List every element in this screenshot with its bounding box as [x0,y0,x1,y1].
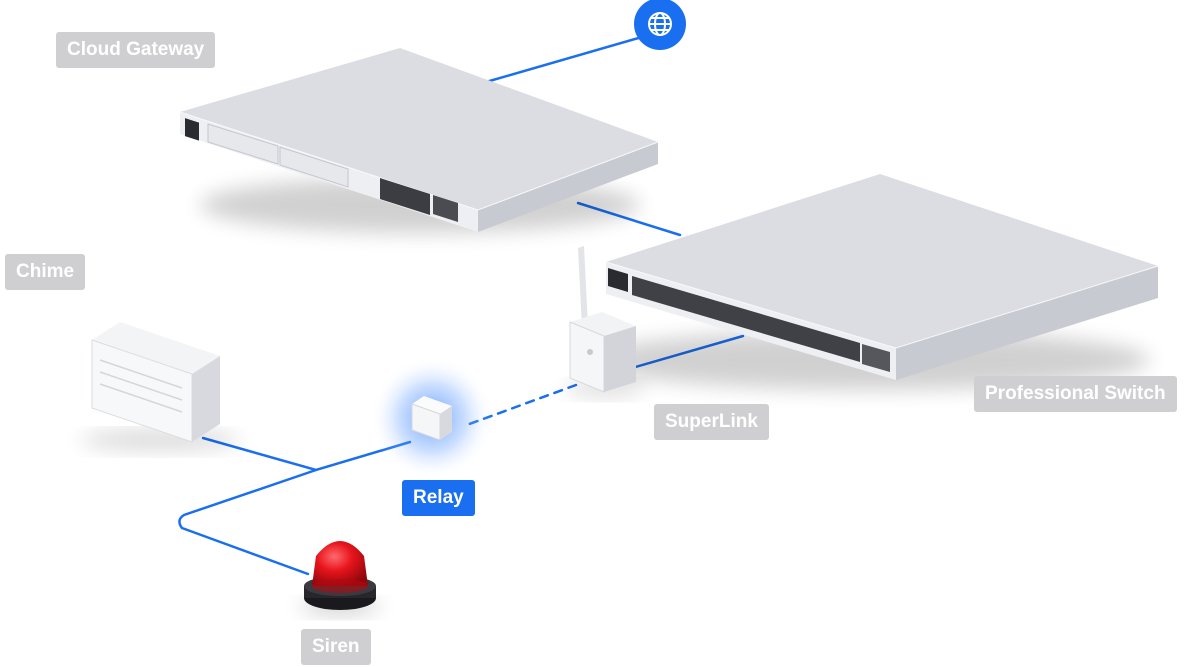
link-internet-gateway [484,35,644,84]
label-relay: Relay [402,480,475,516]
superlink-device [565,246,645,396]
link-relay-siren [178,468,318,576]
professional-switch-device [590,174,1159,390]
siren-device [300,541,380,614]
link-superlink-relay [462,383,578,428]
label-siren: Siren [301,629,371,665]
label-superlink: SuperLink [654,404,769,440]
internet-node [634,0,686,50]
label-professional-switch: Professional Switch [974,376,1177,412]
globe-icon [648,12,672,36]
label-chime: Chime [5,254,86,290]
cloud-gateway-device [179,48,659,233]
relay-device [370,356,494,480]
label-cloud-gateway: Cloud Gateway [56,32,216,68]
chime-device [80,322,240,450]
